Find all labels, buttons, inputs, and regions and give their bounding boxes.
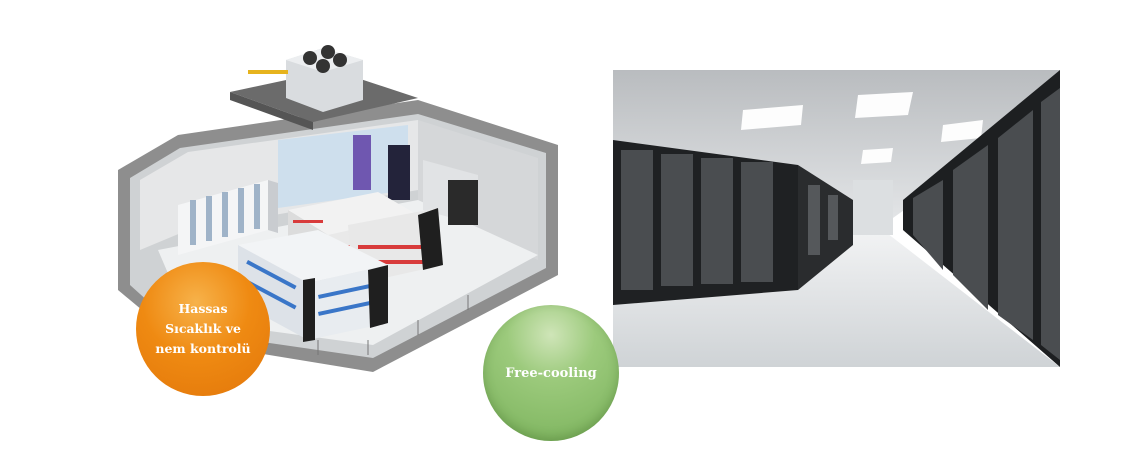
chiller-unit	[248, 45, 363, 112]
back-wall	[853, 180, 893, 235]
ups-unit	[388, 145, 410, 200]
purple-rack	[353, 135, 371, 190]
ceiling-lights	[741, 92, 983, 164]
server-room-aisle-photo	[613, 70, 1060, 367]
orange-callout-line-1: Hassas	[178, 301, 228, 316]
right-rack-row	[903, 70, 1060, 367]
left-rack-row	[613, 140, 853, 305]
side-room-unit	[448, 180, 478, 225]
ceiling	[613, 70, 1060, 225]
orange-callout-text: Hassas Sıcaklık ve nem kontrolü	[148, 299, 258, 359]
server-room-drawing	[613, 70, 1060, 367]
orange-callout-line-3: nem kontrolü	[155, 341, 251, 356]
back-rack-row	[178, 180, 278, 255]
cold-aisle-rack-row	[238, 230, 388, 342]
green-callout-text: Free-cooling	[505, 365, 597, 381]
orange-callout-bubble: Hassas Sıcaklık ve nem kontrolü	[136, 262, 270, 396]
green-callout-bubble: Free-cooling	[483, 305, 619, 441]
glass-partition	[278, 125, 408, 208]
orange-callout-line-2: Sıcaklık ve	[165, 321, 241, 336]
roof-edge	[230, 92, 313, 130]
